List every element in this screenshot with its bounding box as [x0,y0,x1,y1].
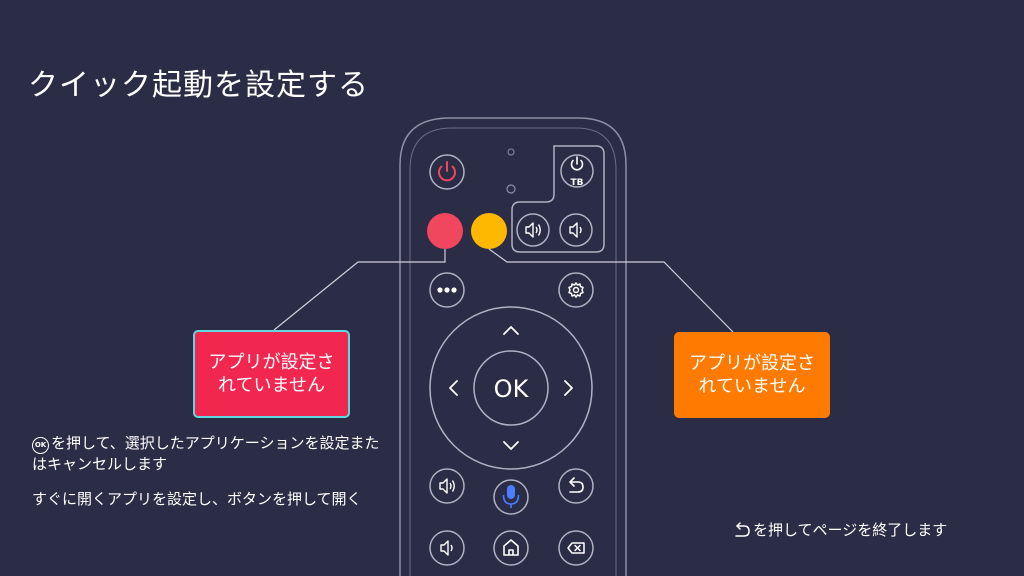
speaker-loud-icon [525,222,541,238]
back-arrow-icon [569,477,584,493]
leader-line-left [273,249,446,331]
microphone-icon [502,485,520,508]
settings-button[interactable] [558,272,594,308]
home-button[interactable] [493,530,529,566]
back-arrow-icon [735,522,750,537]
ok-label: OK [494,375,530,403]
tb-power-button[interactable]: TB [560,154,594,188]
more-dots-icon [437,287,457,293]
tb-label: TB [571,178,584,188]
ok-button[interactable]: OK [473,350,549,426]
leader-line-right [488,248,734,333]
volume-up-button[interactable] [429,468,465,504]
speaker-loud-icon [439,478,455,494]
exit-hint: を押してページを終了します [733,520,947,540]
volume-down-button-top[interactable] [559,213,593,247]
volume-down-button[interactable] [429,530,465,566]
chevron-down-icon[interactable] [503,441,519,450]
ok-icon: OK [32,437,49,454]
speaker-quiet-icon [440,540,453,556]
page-title: クイック起動を設定する [28,68,369,103]
right-callout[interactable]: アプリが設定されていません [674,332,830,418]
exit-hint-text: を押してページを終了します [753,521,948,539]
back-button[interactable] [558,468,594,504]
speaker-quiet-icon [569,222,582,238]
voice-button[interactable] [493,479,529,515]
instruction-open: すぐに開くアプリを設定し、ボタンを押して開く [32,490,362,508]
gear-icon [568,282,584,298]
red-quick-launch-button[interactable] [427,213,463,249]
volume-up-button-top[interactable] [516,213,550,247]
dpad[interactable] [429,306,593,470]
power-icon [570,156,584,171]
delete-button[interactable] [558,530,594,566]
power-button[interactable] [429,154,465,190]
yellow-quick-launch-button[interactable] [471,213,507,249]
instruction-ok-text: を押して、選択したアプリケーションを設定またはキャンセルします [32,434,380,473]
chevron-right-icon[interactable] [564,380,573,396]
home-icon [503,539,519,556]
backspace-icon [567,542,585,554]
left-callout[interactable]: アプリが設定されていません [193,330,350,418]
power-icon [438,161,456,182]
chevron-left-icon[interactable] [449,380,458,396]
more-button[interactable] [429,272,465,308]
chevron-up-icon[interactable] [503,326,519,335]
